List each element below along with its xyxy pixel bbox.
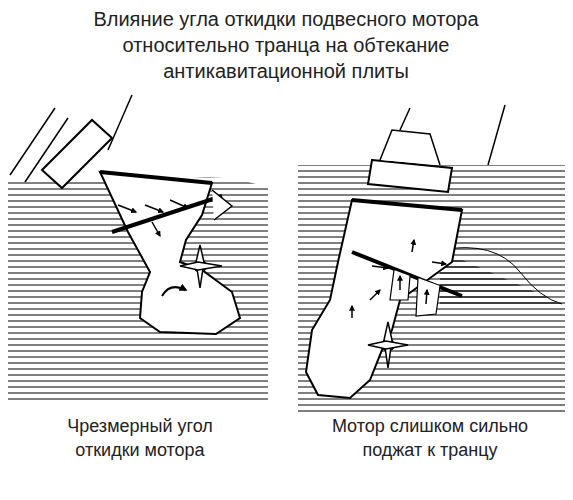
- flow-arrow: [351, 306, 353, 318]
- clamp-bracket: [380, 130, 440, 165]
- plate-fin: [212, 190, 232, 220]
- flow-arrow: [426, 290, 427, 304]
- flow-arrow: [152, 222, 160, 236]
- caption-holder: Чрезмерный угол откидки мотора: [50, 414, 230, 463]
- motor-joint: [352, 200, 462, 210]
- propeller-blade: [180, 262, 222, 270]
- lower-unit: [100, 172, 240, 334]
- flow-arrow: [372, 266, 388, 268]
- flow-arrow: [145, 205, 163, 212]
- flow-arrow: [370, 290, 380, 300]
- propeller-blade: [368, 341, 408, 349]
- flow-arrow: [170, 200, 188, 208]
- shaft: [108, 95, 132, 150]
- transom: [488, 105, 505, 165]
- title: Влияние угла откидки подвесного мотора о…: [66, 6, 506, 84]
- leg-profile: [390, 270, 410, 300]
- leg-profile: [416, 278, 440, 316]
- caption-label: Чрезмерный угол откидки мотора: [50, 414, 230, 463]
- motor-joint: [100, 172, 212, 183]
- flow-arrow: [399, 276, 401, 290]
- title-holder: Влияние угла откидки подвесного мотора о…: [66, 6, 506, 84]
- shaft: [400, 108, 410, 130]
- rotation-arrow: [162, 287, 186, 296]
- right-figure: [298, 105, 565, 412]
- clamp-bracket: [42, 120, 112, 188]
- left-figure: [8, 95, 268, 400]
- caption-label: Мотор слишком сильно поджат к транцу: [315, 414, 545, 463]
- flow-arrow: [412, 240, 414, 252]
- flow-arrow: [118, 205, 136, 212]
- flow-arrow: [432, 262, 446, 264]
- lower-unit: [306, 200, 462, 398]
- anticavitation-plate: [112, 196, 222, 232]
- wave: [440, 248, 562, 306]
- water: [298, 165, 565, 412]
- caption-holder: Мотор слишком сильно поджат к транцу: [315, 414, 545, 463]
